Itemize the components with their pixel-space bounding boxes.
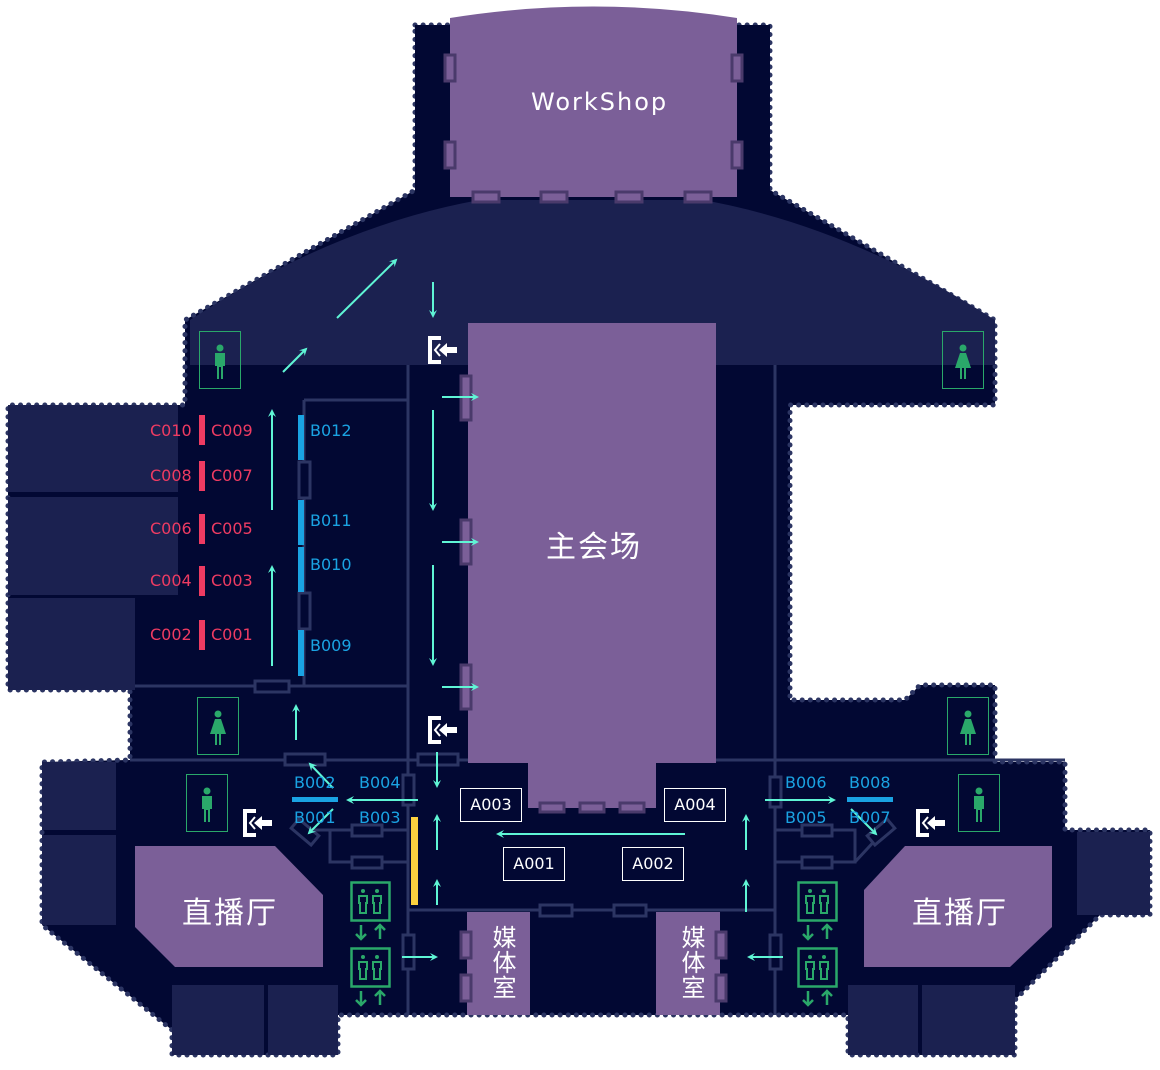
booth-b009[interactable]: B009 <box>310 636 352 655</box>
booth-b-bars <box>292 415 893 802</box>
exit-icon[interactable] <box>915 808 947 838</box>
direction-arrows <box>268 258 878 961</box>
booth-c-bars <box>199 415 205 650</box>
exit-icon[interactable] <box>427 335 459 365</box>
elevator-icon[interactable] <box>797 881 839 943</box>
booth-b010[interactable]: B010 <box>310 555 352 574</box>
workshop-room <box>450 6 737 197</box>
media-room-left <box>467 912 530 1015</box>
live-room-left-label[interactable]: 直播厅 <box>182 896 278 931</box>
restroom-female-icon[interactable] <box>197 697 239 755</box>
restroom-male-icon[interactable] <box>199 331 241 389</box>
booth-c004[interactable]: C004 <box>150 571 192 590</box>
booth-b007[interactable]: B007 <box>849 808 891 827</box>
side-blocks <box>8 405 1150 1055</box>
restroom-male-icon[interactable] <box>186 774 228 832</box>
exit-icon[interactable] <box>242 808 274 838</box>
booth-a004[interactable]: A004 <box>664 788 726 822</box>
doors <box>253 460 897 971</box>
booth-c006[interactable]: C006 <box>150 519 192 538</box>
booth-b003[interactable]: B003 <box>359 808 401 827</box>
booth-c002[interactable]: C002 <box>150 625 192 644</box>
booth-a003[interactable]: A003 <box>460 788 522 822</box>
booth-c003[interactable]: C003 <box>211 571 253 590</box>
booth-b005[interactable]: B005 <box>785 808 827 827</box>
dome-area <box>190 190 995 365</box>
booth-b011[interactable]: B011 <box>310 511 352 530</box>
restroom-female-icon[interactable] <box>947 697 989 755</box>
elevator-icon[interactable] <box>350 947 392 1009</box>
highlight-bar <box>411 817 418 905</box>
live-room-left <box>135 846 323 967</box>
booth-b006[interactable]: B006 <box>785 773 827 792</box>
media-room-left-label[interactable]: 媒体室 <box>488 925 516 1000</box>
booth-b001[interactable]: B001 <box>294 808 336 827</box>
booth-c009[interactable]: C009 <box>211 421 253 440</box>
booth-c010[interactable]: C010 <box>150 421 192 440</box>
elevator-icon[interactable] <box>797 947 839 1009</box>
main-hall-label[interactable]: 主会场 <box>546 530 642 565</box>
restroom-male-icon[interactable] <box>958 774 1000 832</box>
workshop-label[interactable]: WorkShop <box>531 88 669 116</box>
live-room-right <box>864 846 1052 967</box>
booth-c007[interactable]: C007 <box>211 466 253 485</box>
live-room-right-label[interactable]: 直播厅 <box>912 896 1008 931</box>
restroom-female-icon[interactable] <box>942 331 984 389</box>
booth-a002[interactable]: A002 <box>622 847 684 881</box>
exit-icon[interactable] <box>427 715 459 745</box>
booth-a001[interactable]: A001 <box>503 847 565 881</box>
booth-c001[interactable]: C001 <box>211 625 253 644</box>
media-room-right-label[interactable]: 媒体室 <box>677 925 705 1000</box>
booth-b002[interactable]: B002 <box>294 773 336 792</box>
booth-b008[interactable]: B008 <box>849 773 891 792</box>
booth-c008[interactable]: C008 <box>150 466 192 485</box>
media-room-right <box>656 912 720 1015</box>
booth-b004[interactable]: B004 <box>359 773 401 792</box>
elevator-icon[interactable] <box>350 881 392 943</box>
main-hall-room <box>468 323 716 808</box>
booth-b012[interactable]: B012 <box>310 421 352 440</box>
booth-c005[interactable]: C005 <box>211 519 253 538</box>
